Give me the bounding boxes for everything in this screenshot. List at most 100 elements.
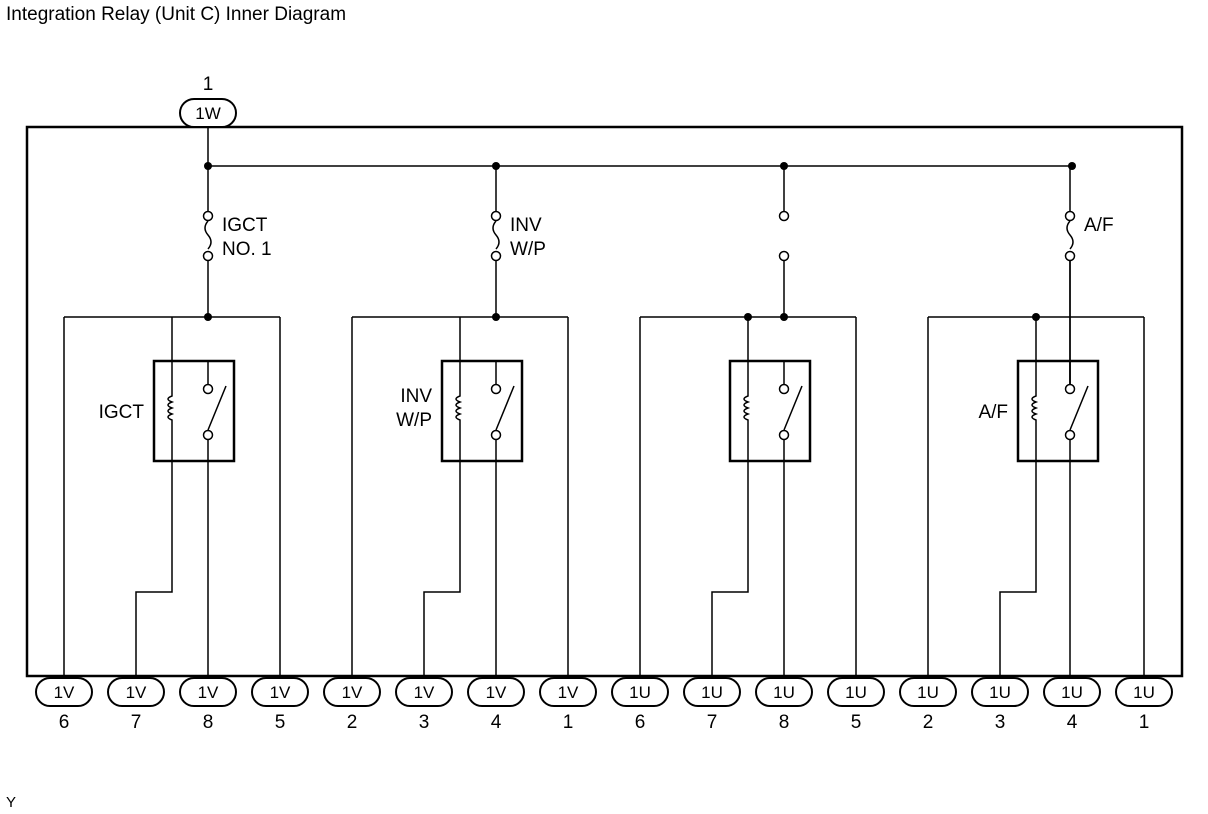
bottom-connector-pin: 6 <box>635 712 646 733</box>
connector-code: 1U <box>1061 683 1083 702</box>
bottom-connector-oval: 1U <box>971 677 1029 707</box>
switch-blade <box>1069 385 1089 431</box>
bottom-connector-13: 1U2 <box>899 677 957 733</box>
bottom-connector-oval: 1V <box>251 677 309 707</box>
bottom-connector-11: 1U 8 <box>755 677 813 733</box>
connector-code: 1V <box>198 683 219 702</box>
relay-block-4: A/F A/F <box>927 162 1145 676</box>
bottom-connector-oval: 1V <box>107 677 165 707</box>
relay-box <box>1016 359 1100 463</box>
relay-label: IGCT <box>99 402 145 423</box>
connector-oval <box>35 677 93 707</box>
connector-oval <box>539 677 597 707</box>
relay-coil <box>167 362 175 461</box>
bottom-connector-pin: 2 <box>347 712 358 733</box>
terminal <box>490 210 502 222</box>
bottom-connector-pin: 5 <box>851 712 862 733</box>
connector-code: 1U <box>845 683 867 702</box>
bottom-connector-10: 1U 7 <box>683 677 741 733</box>
relay-box <box>728 359 812 463</box>
bottom-connector-9: 1U 6 <box>611 677 669 733</box>
bottom-connector-oval: 1V <box>539 677 597 707</box>
bottom-connector-3: 1V8 <box>179 677 237 733</box>
connector-oval <box>971 677 1029 707</box>
fuse-element <box>1066 220 1074 250</box>
terminal <box>490 250 502 262</box>
terminal <box>778 429 790 441</box>
wire <box>999 461 1037 676</box>
connector-oval <box>395 677 453 707</box>
label-line: IGCT <box>222 215 268 236</box>
connector-oval <box>179 98 237 128</box>
bottom-connector-4: 1V 5 <box>251 677 309 733</box>
junction-dot <box>1068 162 1076 170</box>
label-line: W/P <box>510 239 546 260</box>
bottom-connector-oval: 1U <box>611 677 669 707</box>
bottom-connector-oval: 1V <box>35 677 93 707</box>
top-connector-pin: 1 <box>203 74 214 95</box>
connector-oval <box>251 677 309 707</box>
bottom-connector-8: 1V 1 <box>539 677 597 733</box>
bottom-connector-pin: 7 <box>707 712 718 733</box>
top-connector: 1W1 <box>179 74 237 128</box>
terminal <box>202 429 214 441</box>
label-line: INV <box>510 215 542 236</box>
switch-blade <box>783 385 803 431</box>
terminal <box>778 383 790 395</box>
bottom-connector-pin: 3 <box>419 712 430 733</box>
bottom-connector-pin: 8 <box>779 712 790 733</box>
connector-code: 1V <box>414 683 435 702</box>
bottom-connector-12: 1U 5 <box>827 677 885 733</box>
bottom-connector-pin: 3 <box>995 712 1006 733</box>
relay-block-1: IGCT NO. 1 IGCT <box>63 162 281 676</box>
label-line: A/F <box>1084 215 1114 236</box>
bottom-connector-oval: 1U <box>1115 677 1173 707</box>
wire <box>711 461 749 676</box>
connector-code: 1W <box>195 104 221 123</box>
fuse-element <box>204 220 212 250</box>
connector-oval <box>1043 677 1101 707</box>
terminal <box>202 383 214 395</box>
bottom-connector-1: 1V6 <box>35 677 93 733</box>
terminal <box>1064 250 1076 262</box>
connector-code: 1V <box>486 683 507 702</box>
bottom-connector-2: 1V 7 <box>107 677 165 733</box>
unit-enclosure <box>25 125 1184 678</box>
bottom-connector-oval: 1U <box>827 677 885 707</box>
connector-code: 1U <box>701 683 723 702</box>
bottom-connector-oval: 1U <box>755 677 813 707</box>
connector-code: 1V <box>126 683 147 702</box>
connector-oval <box>683 677 741 707</box>
connector-code: 1V <box>558 683 579 702</box>
relay-box <box>440 359 524 463</box>
bottom-connector-oval: 1V <box>179 677 237 707</box>
relay-label: A/F <box>978 402 1008 423</box>
terminal <box>1064 210 1076 222</box>
connector-code: 1U <box>773 683 795 702</box>
bottom-connector-pin: 7 <box>131 712 142 733</box>
bottom-connector-pin: 5 <box>275 712 286 733</box>
connector-code: 1U <box>629 683 651 702</box>
terminal <box>1064 383 1076 395</box>
bottom-connector-pin: 1 <box>563 712 574 733</box>
wire <box>423 461 461 676</box>
switch-blade <box>207 385 227 431</box>
label-line: NO. 1 <box>222 239 272 260</box>
bottom-connector-oval: 1U <box>683 677 741 707</box>
relay-box <box>152 359 236 463</box>
connector-oval <box>611 677 669 707</box>
connector-code: 1U <box>917 683 939 702</box>
bottom-connector-pin: 6 <box>59 712 70 733</box>
connector-code: 1V <box>270 683 291 702</box>
fuse-label: IGCT NO. 1 <box>222 215 272 260</box>
connector-oval <box>467 677 525 707</box>
relay-coil <box>455 362 463 461</box>
label-line: IGCT <box>99 402 145 423</box>
terminal <box>490 429 502 441</box>
connector-oval <box>755 677 813 707</box>
connector-code: 1V <box>342 683 363 702</box>
connector-oval <box>1115 677 1173 707</box>
